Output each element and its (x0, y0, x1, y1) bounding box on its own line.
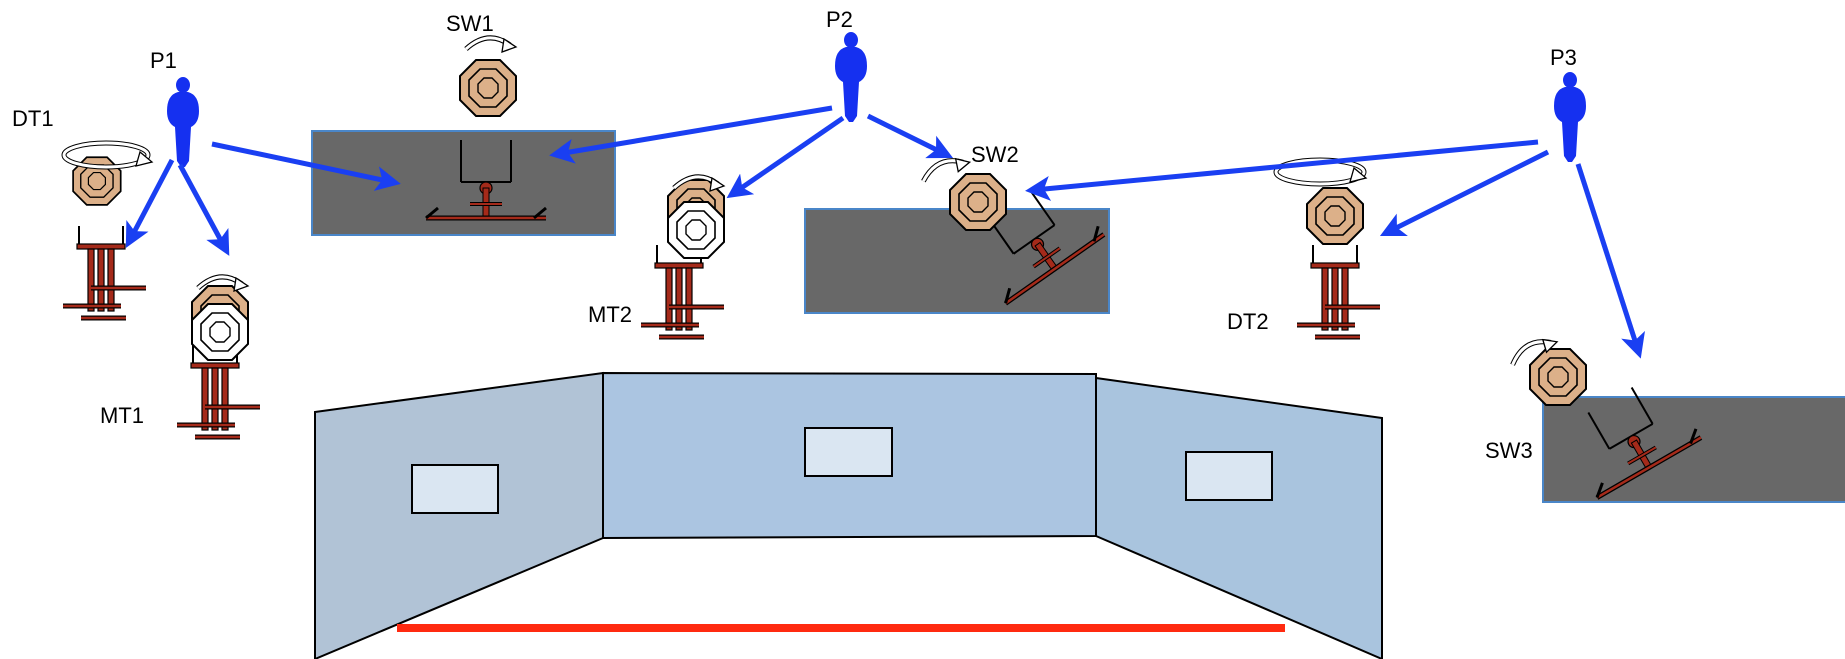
hardcover-sw3 (1542, 396, 1845, 503)
lane-p1-sw1 (211, 141, 401, 191)
lane-p1-mt1 (177, 163, 230, 256)
label-sw2: SW2 (971, 142, 1019, 167)
target-dt2 (1273, 157, 1380, 337)
wall-left-window (411, 464, 499, 514)
label-dt2: DT2 (1227, 309, 1269, 334)
target-mt2 (641, 177, 724, 337)
wall-left (314, 371, 604, 659)
steel-target-icon (1529, 348, 1587, 406)
wall-right (1095, 376, 1383, 659)
turned-target-icon (667, 201, 725, 259)
label-mt1: MT1 (100, 403, 144, 428)
label-sw3: SW3 (1485, 438, 1533, 463)
rotation-arrow-icon (61, 140, 154, 170)
shooter-icon (835, 32, 867, 122)
turned-target-icon (191, 303, 249, 361)
target-dt1 (61, 140, 154, 318)
rotation-arrow-icon (1273, 157, 1368, 187)
barricade (314, 371, 1383, 659)
shooter-icon (1554, 72, 1586, 162)
steel-target-icon (1306, 187, 1364, 245)
label-p3: P3 (1550, 45, 1577, 70)
wall-center-window (804, 427, 893, 477)
label-sw1: SW1 (446, 11, 494, 36)
lane-p2-mt2 (726, 115, 845, 199)
label-p1: P1 (150, 48, 177, 73)
label-mt2: MT2 (588, 302, 632, 327)
target-mt1 (177, 277, 260, 437)
lane-p2-sw1 (549, 105, 833, 164)
target-stand-icon (63, 226, 146, 318)
shooter-icon (167, 77, 199, 167)
wall-right-window (1185, 451, 1273, 501)
shooting-lanes (125, 105, 1645, 359)
rotation-arrow-icon (466, 38, 516, 52)
lane-p3-dt2 (1379, 149, 1550, 237)
label-dt1: DT1 (12, 106, 54, 131)
target-stand-icon (1297, 245, 1380, 337)
lane-p2-sw2 (866, 113, 954, 159)
lane-p3-sw3 (1575, 163, 1645, 359)
steel-target-icon (949, 173, 1007, 231)
lane-p3-sw2 (1025, 139, 1539, 201)
hardcover-sw2 (804, 208, 1110, 314)
steel-target-icon (459, 59, 517, 117)
label-p2: P2 (826, 7, 853, 32)
target-stand-icon (641, 245, 724, 337)
lane-p1-dt1 (125, 158, 175, 248)
